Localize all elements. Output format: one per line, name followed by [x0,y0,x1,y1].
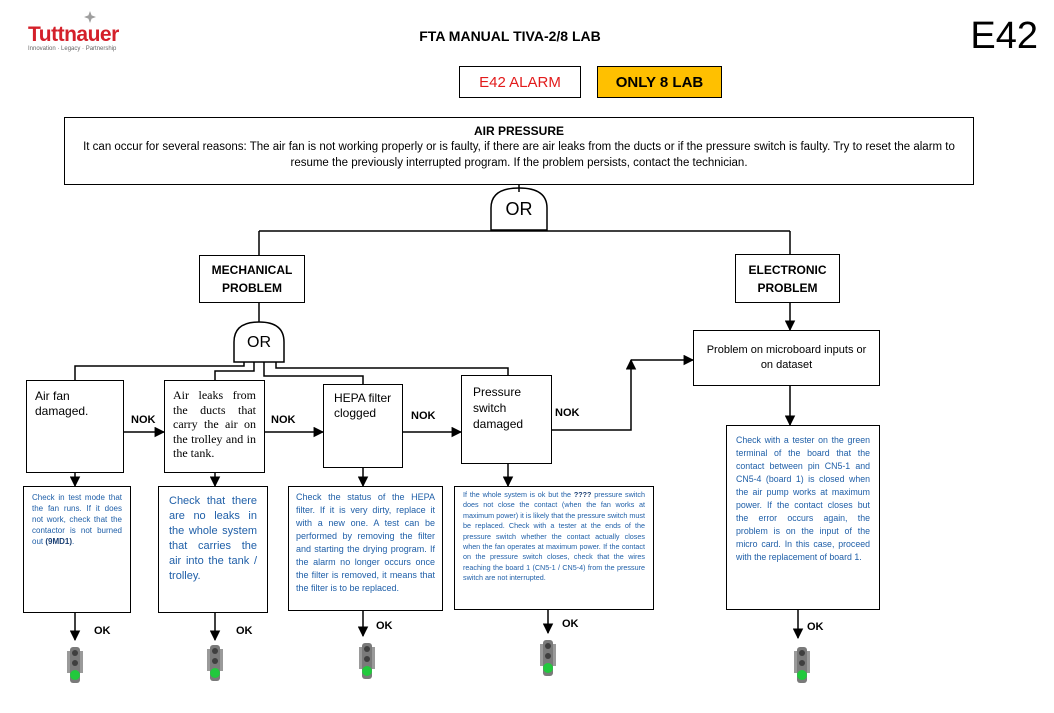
traffic-light-green-icon [794,647,810,683]
check-air-leaks: Check that there are no leaks in the who… [158,486,268,613]
cause-microboard-inputs: Problem on microboard inputs or on datas… [693,330,880,386]
cause-air-leaks: Air leaks from the ducts that carry the … [164,380,265,473]
check-air-leaks-text: Check that there are no leaks in the who… [169,495,257,582]
mechanical-problem-box: MECHANICAL PROBLEM [199,255,305,303]
alarm-label: E42 ALARM [459,66,581,98]
check-air-fan: Check in test mode that the fan runs. If… [23,486,131,613]
nok-label-1: NOK [131,414,156,426]
description-text: It can occur for several reasons: The ai… [83,141,955,169]
page-title: FTA MANUAL TIVA-2/8 LAB [419,28,601,44]
check-air-fan-code: (9MD1) [45,537,73,546]
nok-label-2: NOK [271,414,296,426]
logo-text: Tuttnauer [28,23,119,46]
nok-label-3: NOK [411,410,436,422]
logo: Tuttnauer Innovation · Legacy · Partners… [28,24,148,56]
check-pressure-switch-rest: pressure switch does not close the conta… [463,490,645,583]
ok-label-3: OK [376,620,393,632]
ok-label-1: OK [94,625,111,637]
alarm-description: AIR PRESSURE It can occur for several re… [64,117,974,185]
board-badge: ONLY 8 LAB [597,66,722,98]
electronic-problem-box: ELECTRONIC PROBLEM [735,254,840,303]
page-code: E42 [970,15,1038,57]
traffic-light-green-icon [207,645,223,681]
cause-pressure-switch: Pressure switch damaged [461,375,552,464]
logo-tagline: Innovation · Legacy · Partnership [28,46,117,52]
mechanical-or-gate-label: OR [247,334,271,351]
logo-star-icon [84,11,96,23]
traffic-light-green-icon [67,647,83,683]
top-or-gate-label: OR [505,198,533,219]
ok-label-2: OK [236,625,253,637]
traffic-light-green-icon [359,643,375,679]
cause-air-fan: Air fan damaged. [26,380,124,473]
cause-hepa-filter: HEPA filter clogged [323,384,403,468]
description-title: AIR PRESSURE [473,124,565,138]
check-board-terminal: Check with a tester on the green termina… [726,425,880,610]
nok-label-4: NOK [555,407,580,419]
check-pressure-switch-mark: ???? [573,490,592,499]
check-pressure-switch: If the whole system is ok but the ???? p… [454,486,654,610]
traffic-light-green-icon [540,640,556,676]
check-pressure-switch-text: If the whole system is ok but the [463,490,574,499]
check-hepa-filter-text: Check the status of the HEPA filter. If … [296,492,435,593]
check-hepa-filter: Check the status of the HEPA filter. If … [288,486,443,611]
top-or-gate-shape [490,187,548,231]
check-air-fan-end: . [72,537,75,546]
check-air-fan-text: Check in test mode that the fan runs. If… [32,493,122,546]
check-board-terminal-text: Check with a tester on the green termina… [736,435,870,562]
ok-label-5: OK [807,621,824,633]
mechanical-or-gate-shape [233,321,285,363]
ok-label-4: OK [562,618,579,630]
